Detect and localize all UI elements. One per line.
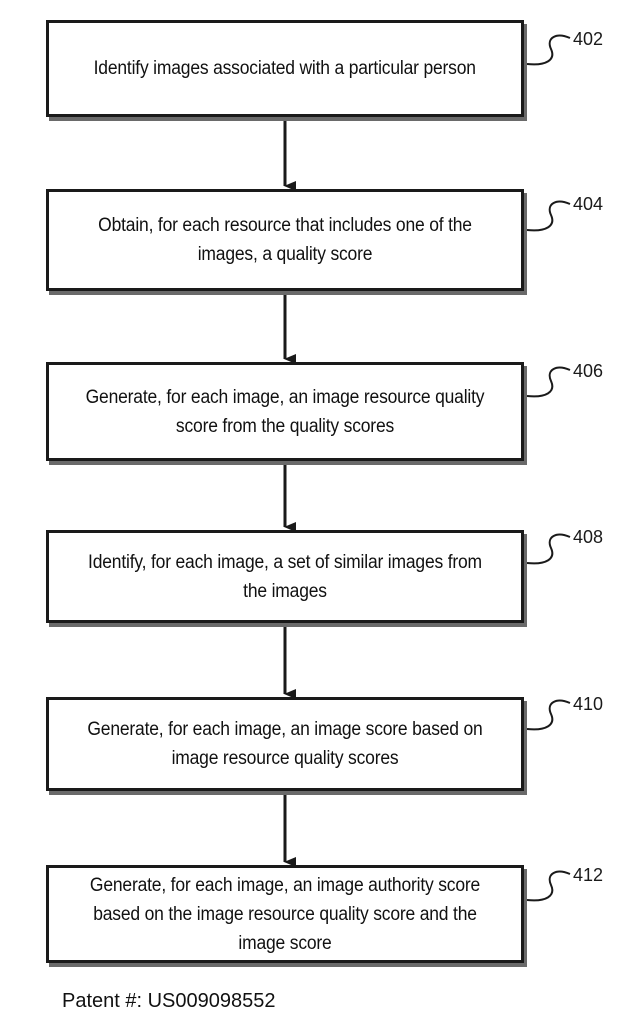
step-text-410: Generate, for each image, an image score… <box>87 719 483 769</box>
ref-number-402: 402 <box>573 29 604 49</box>
ref-number-404: 404 <box>573 194 604 214</box>
ref-number-408: 408 <box>573 527 604 547</box>
step-box-412: Generate, for each image, an image autho… <box>46 865 524 963</box>
ref-number-410: 410 <box>573 694 604 714</box>
step-text-402: Identify images associated with a partic… <box>93 58 477 79</box>
step-box-410: Generate, for each image, an image score… <box>46 697 524 791</box>
step-box-406: Generate, for each image, an image resou… <box>46 362 524 461</box>
step-box-408: Identify, for each image, a set of simil… <box>46 530 524 623</box>
leader-412 <box>526 870 571 902</box>
step-text-406: Generate, for each image, an image resou… <box>85 386 485 437</box>
ref-number-406: 406 <box>573 361 604 381</box>
step-text-404: Obtain, for each resource that includes … <box>98 215 472 265</box>
leader-410 <box>526 699 571 731</box>
step-text-408: Identify, for each image, a set of simil… <box>88 551 482 602</box>
step-text-412: Generate, for each image, an image autho… <box>89 874 481 954</box>
patent-number: Patent #: US009098552 <box>62 990 276 1012</box>
leader-402 <box>526 34 571 66</box>
leader-404 <box>526 200 571 232</box>
step-box-404: Obtain, for each resource that includes … <box>46 189 524 291</box>
leader-406 <box>526 366 571 398</box>
leader-408 <box>526 533 571 565</box>
step-box-402: Identify images associated with a partic… <box>46 20 524 117</box>
ref-number-412: 412 <box>573 865 604 885</box>
